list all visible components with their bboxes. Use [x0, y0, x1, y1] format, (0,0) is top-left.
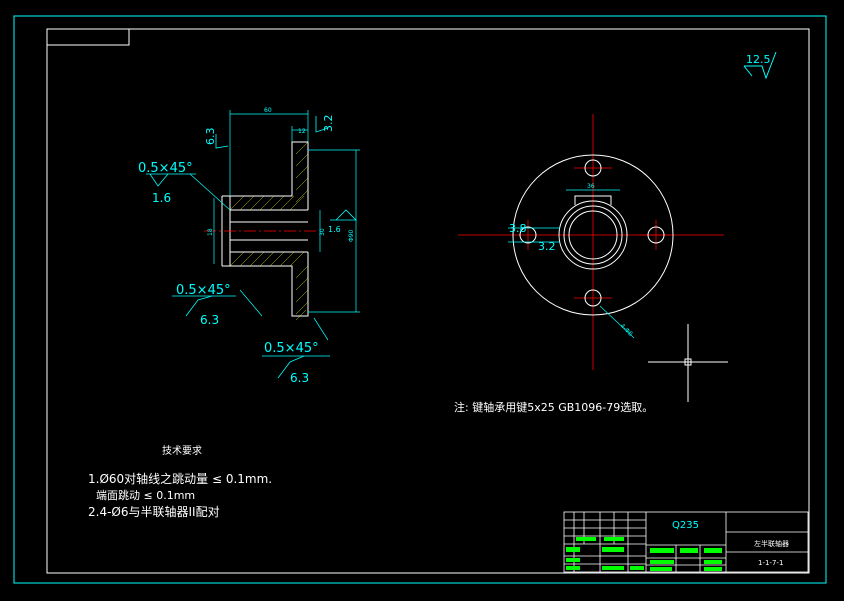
- border-frame: [46, 28, 810, 574]
- tech-req-title: 技术要求: [162, 444, 202, 457]
- dim-bore: 18: [207, 228, 214, 236]
- title-block-labels: [566, 537, 722, 571]
- dim-left-offset: 3.8: [509, 222, 527, 235]
- general-roughness-symbol: [743, 51, 777, 80]
- chamfer-rough-1: 1.6: [152, 191, 171, 205]
- dim-hub: 30: [319, 228, 326, 236]
- drawing-frame: [13, 15, 827, 584]
- rough-top-left: 6.3: [204, 128, 217, 146]
- dim-top-width: 60: [264, 107, 272, 114]
- key-note: 注: 键轴承用键5x25 GB1096-79选取。: [454, 400, 653, 414]
- section-hatching: [229, 141, 309, 321]
- roughness-symbols-section: [146, 116, 357, 379]
- title-drawing-number: 1-1-7-1: [758, 559, 783, 567]
- dim-total-height: Φ90: [348, 229, 355, 242]
- end-view: 36 3.8 3.2 4-Φ6: [458, 114, 724, 370]
- rough-face-right: 1.6: [328, 225, 341, 234]
- section-dimensions: [189, 110, 360, 341]
- title-material: Q235: [672, 520, 699, 531]
- dim-flange-step: 12: [298, 128, 306, 135]
- end-view-outline: [512, 154, 674, 316]
- cad-crosshair-cursor[interactable]: [648, 324, 728, 402]
- end-view-centerlines: [458, 114, 724, 370]
- title-block: Q235 左半联轴器 1-1-7-1: [563, 511, 809, 573]
- tech-req-line-1: 1.Ø60对轴线之跳动量 ≤ 0.1mm.: [88, 471, 272, 486]
- rough-top-right: 3.2: [322, 115, 335, 133]
- chamfer-callout-3: 0.5×45°: [264, 341, 319, 356]
- general-roughness-value: 12.5: [746, 53, 771, 66]
- tech-req-line-3: 2.4-Ø6与半联轴器II配对: [88, 504, 220, 519]
- end-view-dimensions: [508, 189, 635, 339]
- title-part-name: 左半联轴器: [754, 539, 789, 548]
- technical-requirements: 技术要求 1.Ø60对轴线之跳动量 ≤ 0.1mm. 端面跳动 ≤ 0.1mm …: [88, 444, 272, 519]
- chamfer-callout-2: 0.5×45°: [176, 283, 231, 298]
- tech-req-line-2: 端面跳动 ≤ 0.1mm: [96, 488, 195, 502]
- dim-keyway-width: 36: [587, 183, 595, 190]
- section-outline: [221, 141, 309, 317]
- chamfer-rough-2: 6.3: [200, 313, 219, 327]
- chamfer-callout-1: 0.5×45°: [138, 161, 193, 176]
- section-view: 60 12 Φ90 18 30 6.3 3.2 1.6 0.5×45° 1.6 …: [138, 107, 360, 385]
- chamfer-rough-3: 6.3: [290, 371, 309, 385]
- dim-left-offset-b: 3.2: [538, 240, 556, 253]
